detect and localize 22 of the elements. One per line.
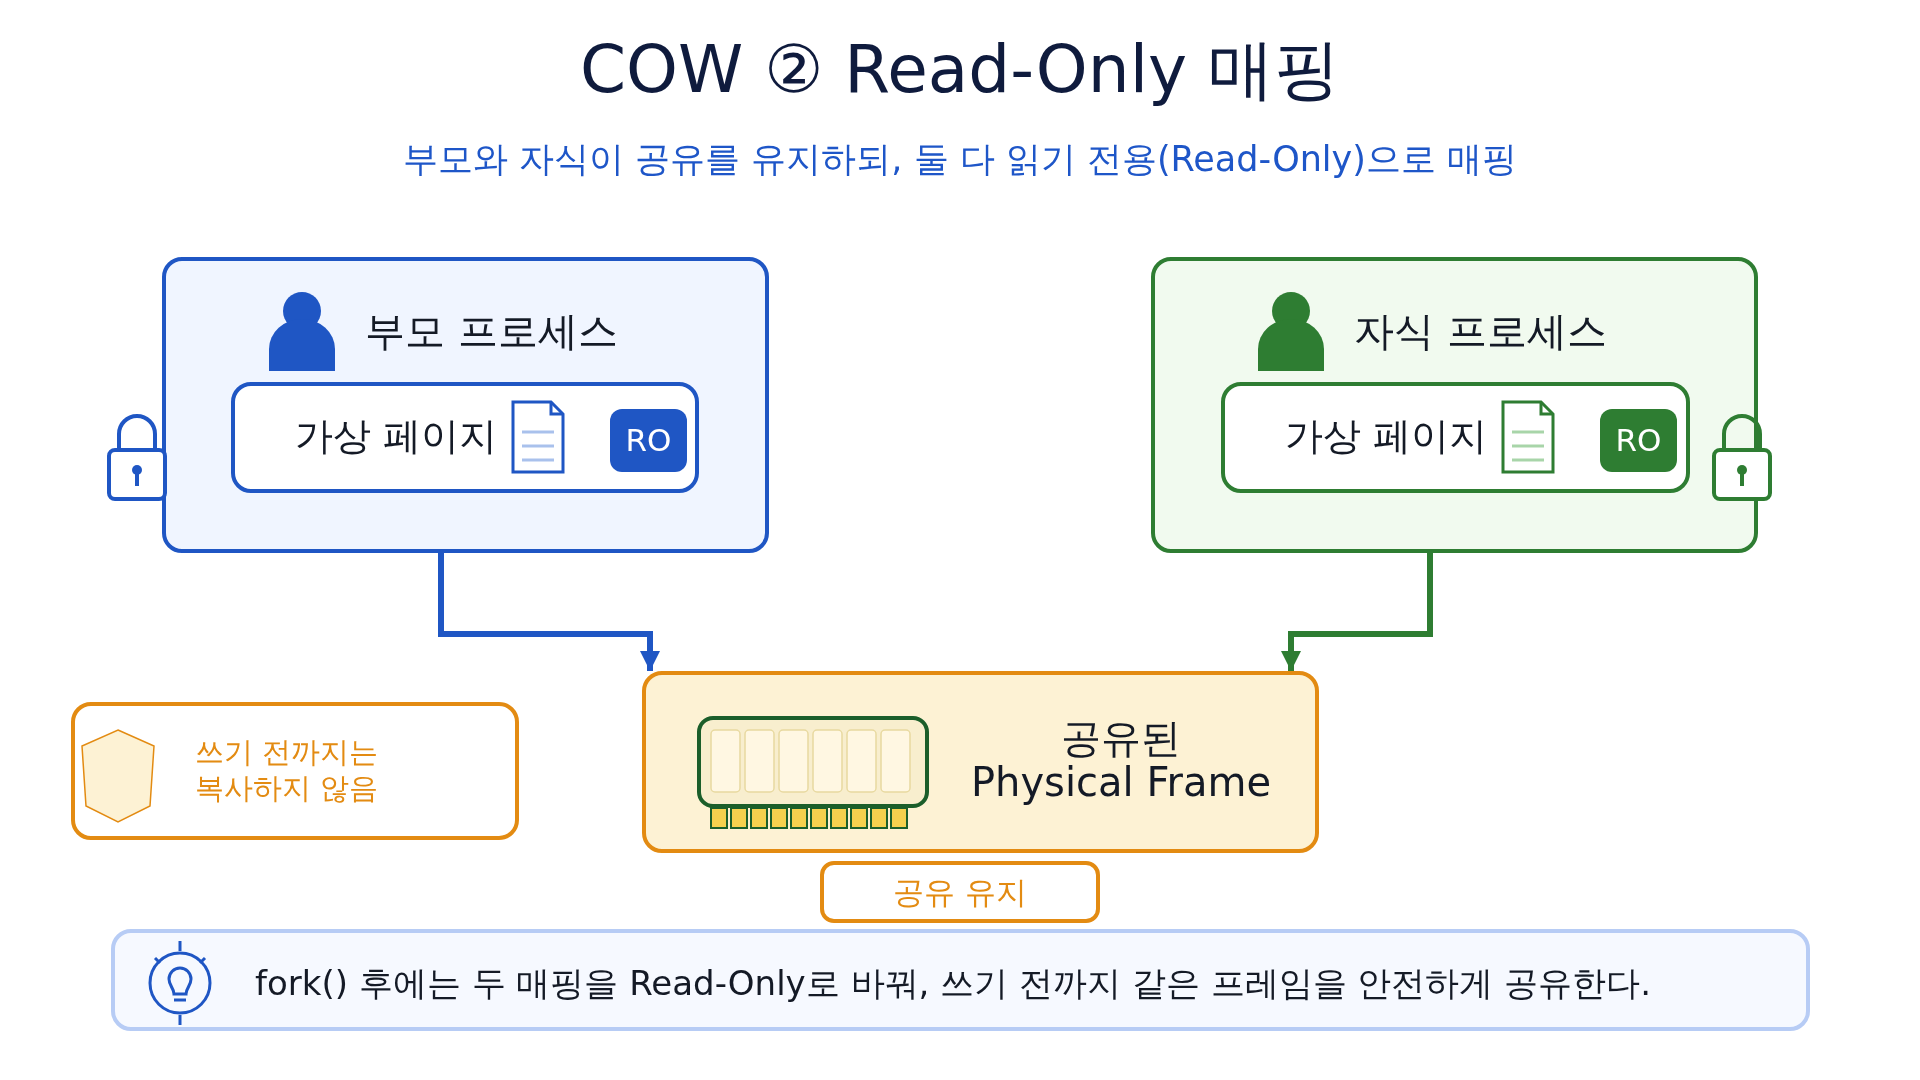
banner-text: fork() 후에는 두 매핑을 Read-Only로 바꿔, 쓰기 전까지 같은 프레임을 안전하게 공유한다. [255,962,1651,1005]
page-label: 가상 페이지 [1285,413,1488,460]
process-box [162,257,769,553]
page-box [231,382,699,493]
arrow [1281,553,1433,671]
status-box: 공유 유지 [820,861,1100,923]
frame-label: Physical Frame [969,759,1273,805]
process-box [1151,257,1758,553]
page-label: 가상 페이지 [295,413,498,460]
ro-badge: RO [610,409,687,472]
subtitle: 부모와 자식이 공유를 유지하되, 둘 다 읽기 전용(Read-Only)으로 매핑 [401,138,1519,181]
frame-heading: 공유된 [1060,715,1182,761]
process-title: 부모 프로세스 [365,307,618,356]
note-text: 쓰기 전까지는 복사하지 않음 [195,734,380,806]
frame-box [642,671,1319,853]
title: COW ② Read-Only 매핑 [578,30,1342,110]
ro-badge: RO [1600,409,1677,472]
page-box [1221,382,1690,493]
info-banner [111,929,1810,1031]
note-box [71,702,519,840]
arrow [438,553,660,671]
process-title: 자식 프로세스 [1354,307,1607,356]
